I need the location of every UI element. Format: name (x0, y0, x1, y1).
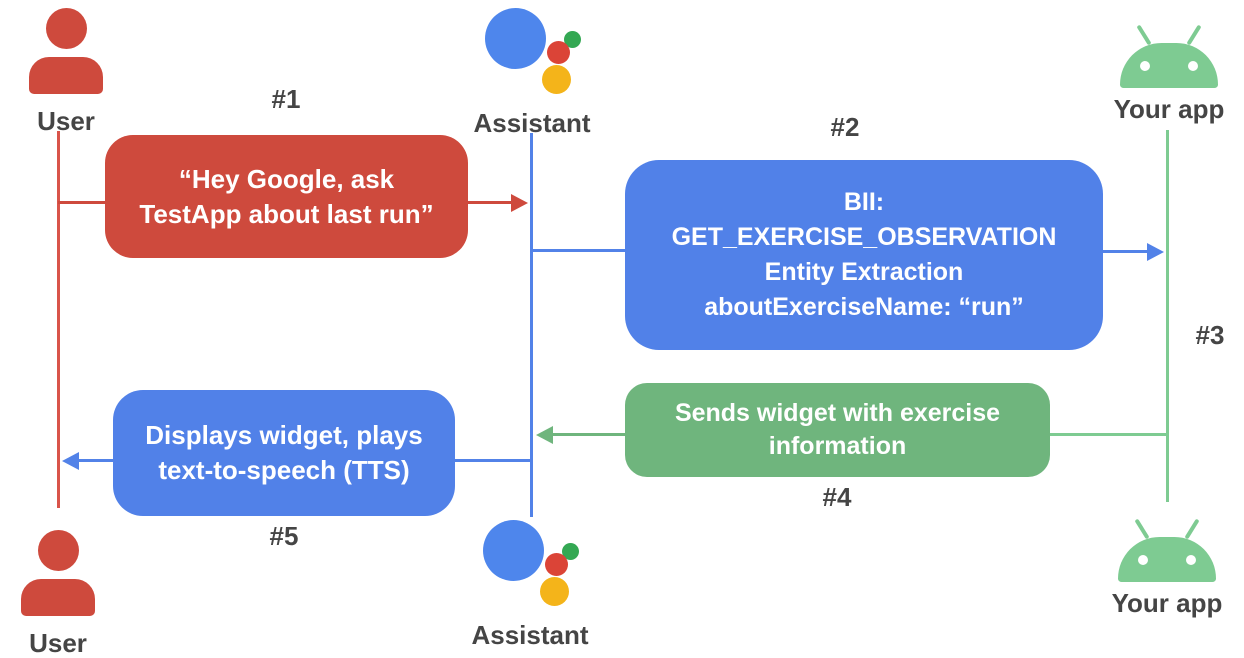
message-1-text-line: TestApp about last run” (139, 198, 434, 229)
message-1-box: “Hey Google, ask TestApp about last run” (105, 135, 468, 258)
android-antenna-left (1136, 24, 1152, 46)
actor-assistant-bottom: Assistant (464, 520, 596, 651)
actor-user-bottom: User (8, 530, 108, 658)
step-2-label: #2 (830, 112, 860, 142)
message-5-arrow-line (79, 459, 114, 462)
user-icon (16, 8, 116, 102)
message-4-text-line: Sends widget with exercise (674, 399, 1001, 427)
assistant-blue-dot (483, 520, 544, 581)
actor-label-assistant-bottom: Assistant (471, 620, 589, 650)
user-lifeline (57, 131, 60, 508)
assistant-yellow-dot (540, 577, 569, 606)
message-5-arrowhead (62, 452, 79, 470)
message-2-text-line: Entity Extraction (764, 258, 964, 286)
android-eye-right (1188, 61, 1198, 71)
message-4-box: Sends widget with exercise information (625, 383, 1050, 477)
user-icon (8, 530, 108, 624)
message-4-arrow-line (552, 433, 625, 436)
message-1-text-line: “Hey Google, ask (178, 163, 395, 194)
assistant-icon (464, 520, 596, 608)
message-2-text-line: GET_EXERCISE_OBSERVATION (671, 223, 1057, 251)
android-head (1118, 537, 1216, 582)
message-2-box: BII: GET_EXERCISE_OBSERVATION Entity Ext… (625, 160, 1103, 350)
message-2-arrow-line (1103, 250, 1148, 253)
message-5-text-line: Displays widget, plays (145, 420, 423, 450)
person-head (37, 530, 79, 571)
person-body (21, 579, 95, 616)
assistant-green-dot (562, 543, 579, 560)
android-icon (1114, 22, 1224, 88)
step-3-label: #3 (1195, 320, 1225, 350)
actor-label-yourapp-top: Your app (1113, 94, 1225, 124)
message-5-box: Displays widget, plays text-to-speech (T… (113, 390, 455, 516)
message-2-text-line: aboutExerciseName: “run” (704, 293, 1024, 321)
assistant-green-dot (564, 31, 581, 48)
message-5-tail-line (455, 459, 532, 462)
step-5-label: #5 (269, 521, 299, 551)
step-4-label: #4 (822, 482, 852, 512)
step-1-label: #1 (271, 84, 301, 114)
actor-label-user-bottom: User (29, 628, 87, 658)
android-eye-left (1138, 555, 1148, 565)
message-4-arrowhead (536, 426, 553, 444)
actor-yourapp-top: Your app (1107, 22, 1231, 125)
android-antenna-right (1184, 518, 1200, 540)
message-4-text-line: information (768, 432, 907, 460)
android-eye-left (1140, 61, 1150, 71)
person-body (29, 57, 103, 94)
actor-yourapp-bottom: Your app (1105, 516, 1229, 619)
message-1-arrow-line (468, 201, 512, 204)
android-antenna-left (1134, 518, 1150, 540)
message-1-tail-line (58, 201, 106, 204)
android-icon (1112, 516, 1222, 582)
message-4-tail-line (1050, 433, 1166, 436)
actor-assistant-top: Assistant (466, 8, 598, 139)
assistant-red-dot (547, 41, 570, 64)
actor-user-top: User (16, 8, 116, 137)
actor-label-user-top: User (37, 106, 95, 136)
actor-label-yourapp-bottom: Your app (1111, 588, 1223, 618)
message-5-text-line: text-to-speech (TTS) (158, 455, 410, 485)
android-head (1120, 43, 1218, 88)
message-1-arrowhead (511, 194, 528, 212)
message-2-text-line: BII: (843, 188, 885, 216)
yourapp-lifeline (1166, 130, 1169, 502)
actor-label-assistant-top: Assistant (473, 108, 591, 138)
assistant-red-dot (545, 553, 568, 576)
assistant-icon (466, 8, 598, 96)
message-2-tail-line (533, 249, 625, 252)
message-2-arrowhead (1147, 243, 1164, 261)
assistant-yellow-dot (542, 65, 571, 94)
person-head (45, 8, 87, 49)
assistant-blue-dot (485, 8, 546, 69)
android-antenna-right (1186, 24, 1202, 46)
android-eye-right (1186, 555, 1196, 565)
assistant-lifeline (530, 133, 533, 517)
